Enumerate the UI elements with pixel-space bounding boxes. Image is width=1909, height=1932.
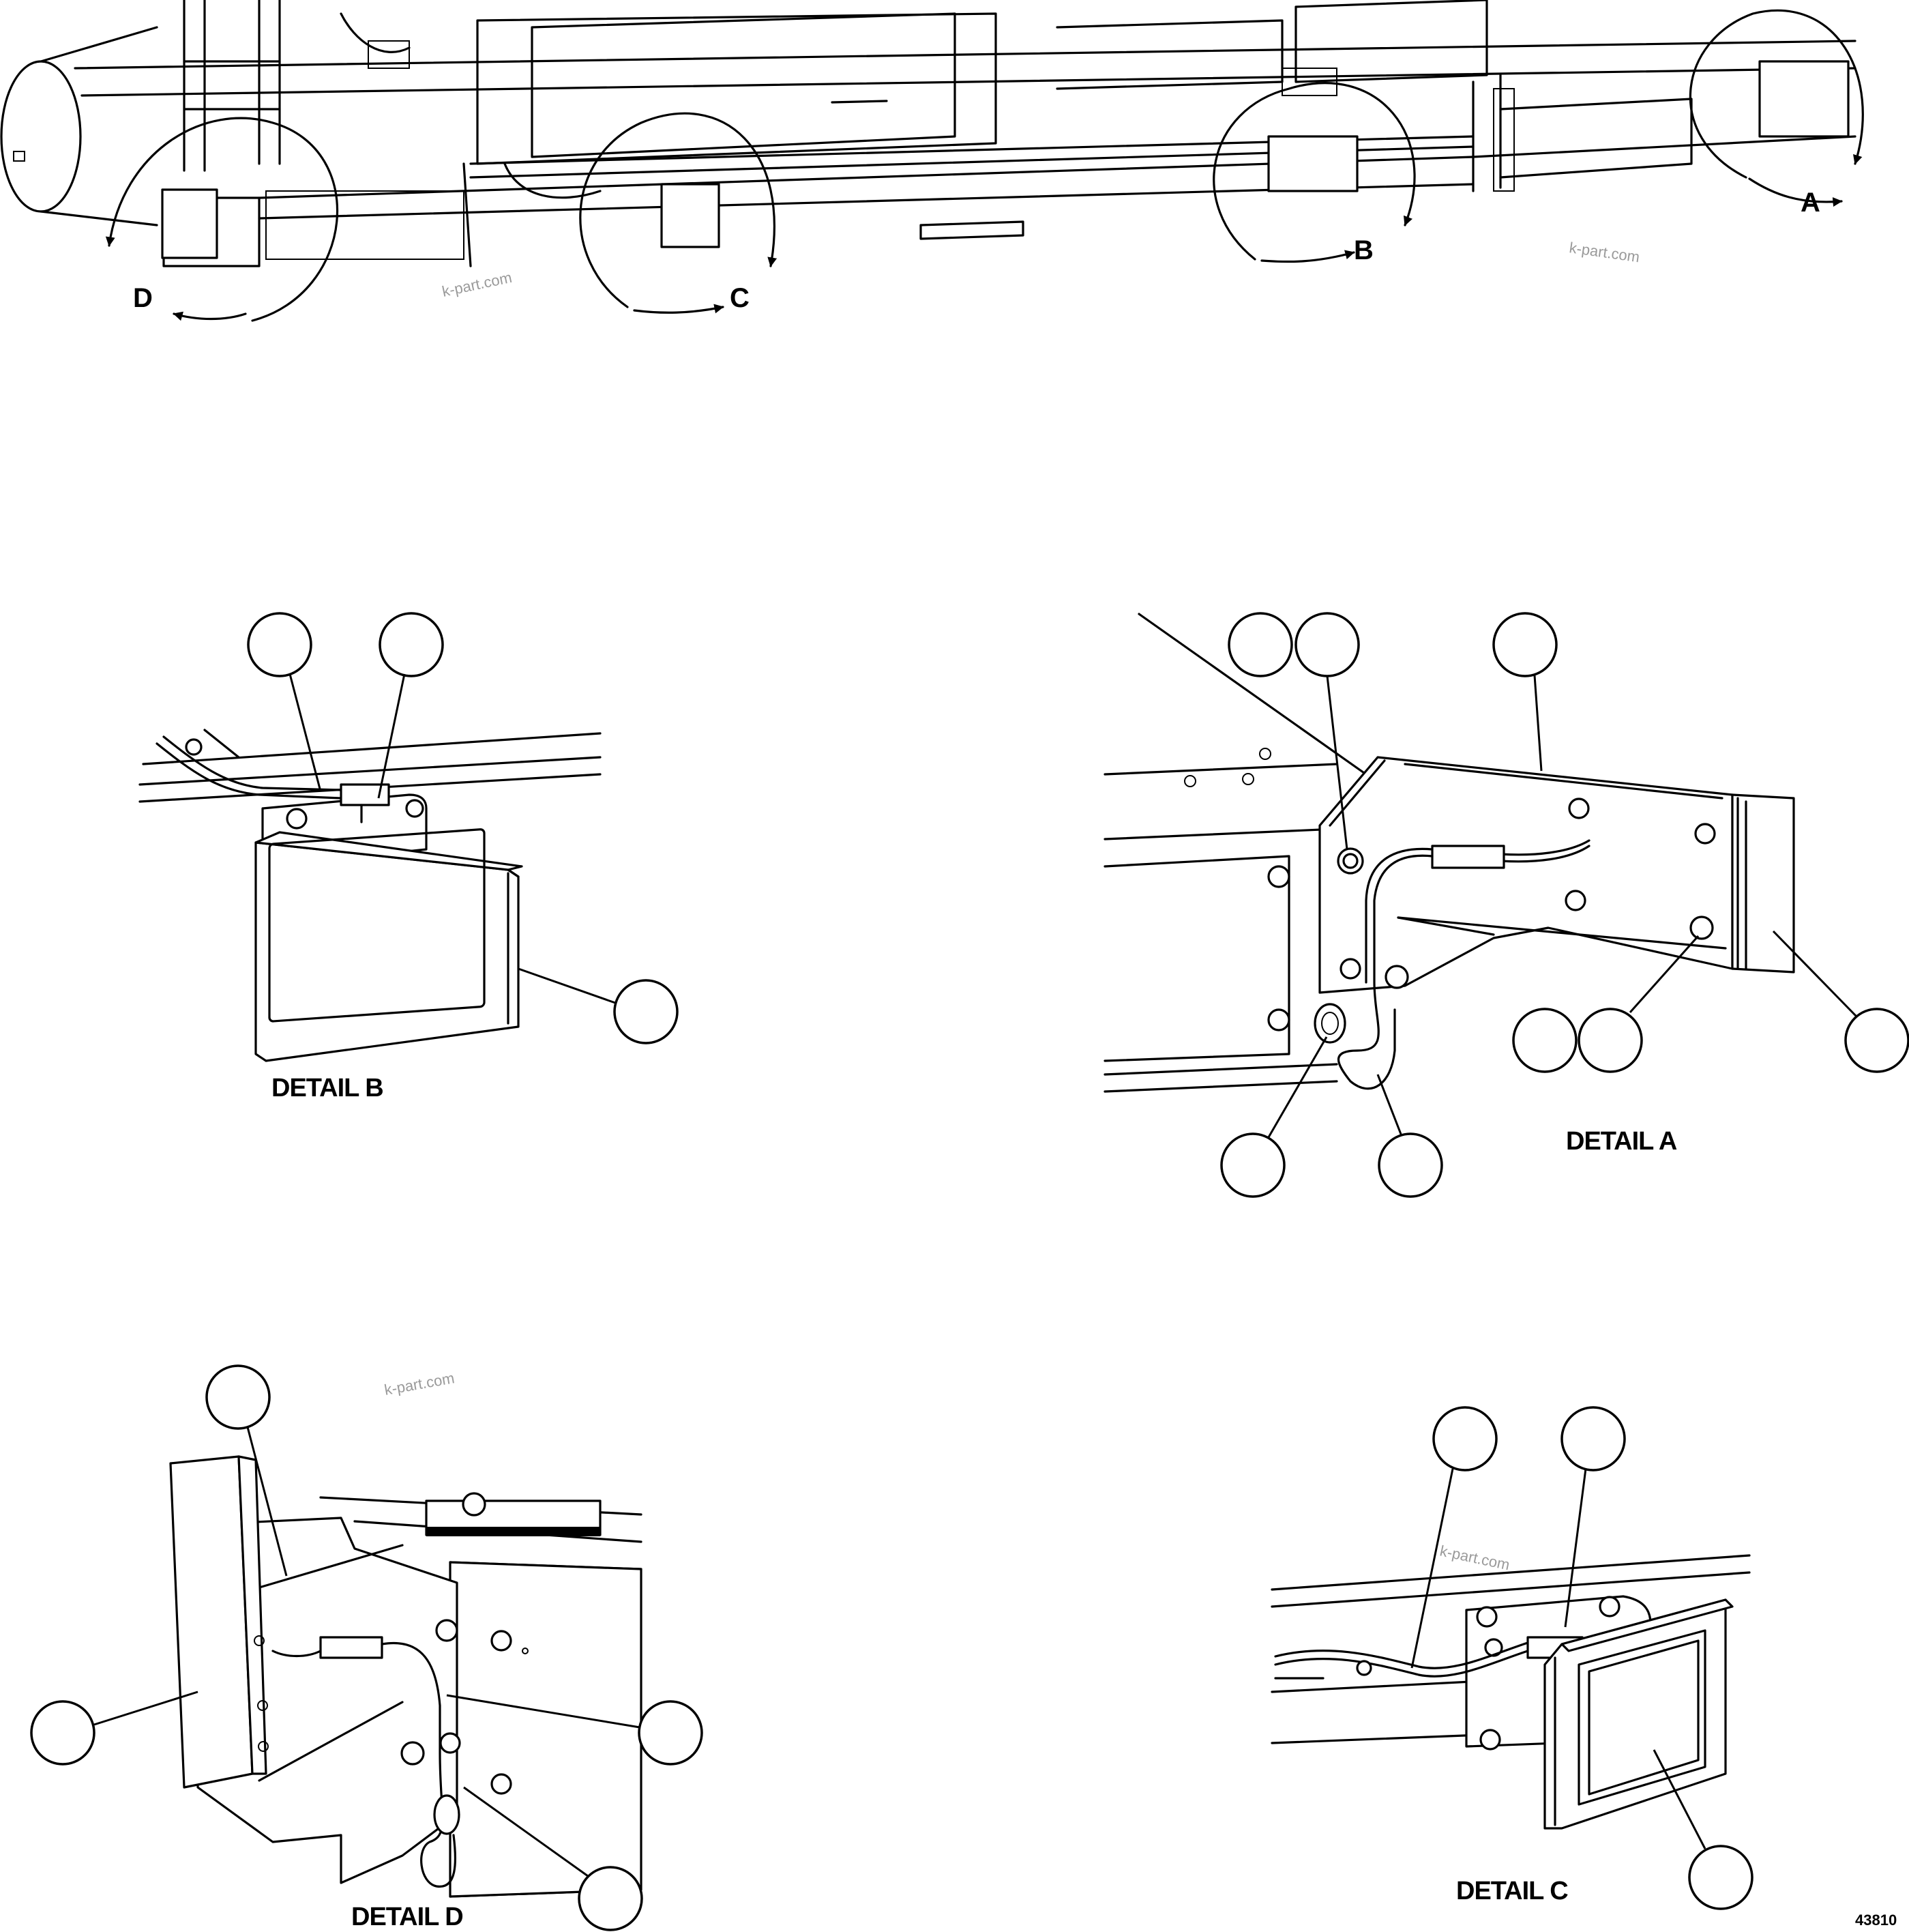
watermark: k-part.com <box>383 1369 456 1399</box>
view-letter-b: B <box>1354 235 1374 265</box>
detail-a-caption: DETAIL A <box>1566 1127 1677 1156</box>
callout-balloon <box>379 612 444 677</box>
callout-balloon <box>638 1700 703 1766</box>
callout-balloon <box>1228 612 1293 677</box>
callout-balloon <box>30 1700 95 1766</box>
callout-balloon <box>1378 1132 1443 1198</box>
detail-c-drawing <box>1271 1554 1751 1830</box>
detail-d-drawing <box>169 1455 642 1898</box>
detail-b-caption: DETAIL B <box>271 1074 383 1102</box>
callout-balloon <box>1220 1132 1286 1198</box>
callout-balloon <box>1844 1008 1909 1073</box>
detail-d-callouts <box>30 1364 703 1931</box>
view-circle-a <box>1689 9 1864 207</box>
view-letter-d: D <box>133 283 153 313</box>
view-circle-c <box>579 112 778 314</box>
view-circle-d <box>105 117 338 322</box>
detail-d-caption: DETAIL D <box>351 1903 463 1931</box>
watermark: k-part.com <box>441 269 514 300</box>
callout-balloon <box>1512 1008 1578 1073</box>
detail-a-callouts <box>1220 612 1909 1198</box>
figure-number: 43810 <box>1855 1912 1897 1929</box>
callout-balloon <box>1432 1406 1498 1472</box>
detail-c-caption: DETAIL C <box>1456 1877 1568 1905</box>
callout-balloon <box>613 979 679 1044</box>
view-circle-b <box>1213 82 1416 263</box>
callout-balloon <box>205 1364 271 1430</box>
detail-a-drawing <box>1104 613 1795 1093</box>
callout-balloon <box>247 612 312 677</box>
callout-balloon <box>1688 1845 1753 1910</box>
overview-machine-frame <box>0 0 1856 267</box>
watermark: k-part.com <box>1438 1542 1511 1573</box>
callout-balloon <box>1578 1008 1643 1073</box>
callout-balloon <box>578 1866 643 1931</box>
callout-balloon <box>1560 1406 1626 1472</box>
detail-c-callouts <box>1410 1406 1753 1910</box>
detail-b-callouts <box>247 612 679 1044</box>
detail-b-drawing <box>138 729 602 1062</box>
callout-balloon <box>1294 612 1360 677</box>
view-letter-a: A <box>1801 188 1820 218</box>
view-letter-c: C <box>730 283 750 313</box>
watermark: k-part.com <box>1568 239 1640 265</box>
callout-balloon <box>1492 612 1558 677</box>
